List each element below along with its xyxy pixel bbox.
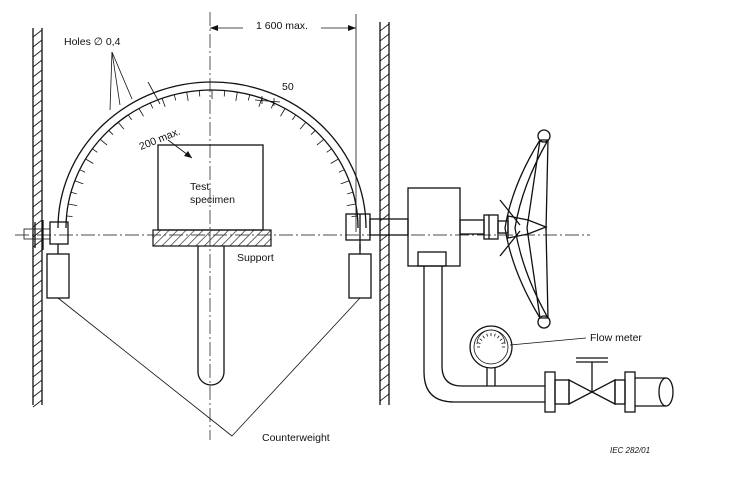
radius-label: 200 max. bbox=[138, 126, 183, 153]
dimension-width-label: 1 600 max. bbox=[256, 20, 308, 32]
dimension-1600 bbox=[210, 14, 357, 232]
test-specimen-label-line2: specimen bbox=[190, 194, 235, 206]
figure-reference: IEC 282/01 bbox=[610, 446, 650, 455]
support-plate bbox=[152, 229, 272, 247]
left-pivot bbox=[23, 220, 69, 250]
rotary-joint-housing bbox=[407, 187, 461, 267]
support-label: Support bbox=[237, 252, 274, 264]
test-specimen bbox=[157, 144, 264, 231]
holes-label: Holes ∅ 0,4 bbox=[64, 36, 121, 48]
outlet-pipe bbox=[635, 377, 674, 407]
supply-pipe bbox=[417, 251, 545, 403]
pressure-gauge-icon bbox=[469, 325, 513, 369]
valve-icon bbox=[544, 357, 636, 413]
support-rod bbox=[197, 246, 225, 386]
flow-meter-leader bbox=[509, 337, 587, 346]
right-wall bbox=[379, 22, 390, 405]
right-counterweight bbox=[348, 253, 372, 299]
counterweight-label: Counterweight bbox=[262, 432, 330, 444]
drive-shaft bbox=[459, 214, 548, 240]
flow-meter-label: Flow meter bbox=[590, 332, 642, 344]
handwheel-icon bbox=[499, 129, 551, 329]
left-counterweight bbox=[46, 253, 70, 299]
test-specimen-label-line1: Test bbox=[190, 181, 209, 193]
holes-leader bbox=[109, 51, 161, 111]
counterweight-leaders bbox=[57, 297, 361, 437]
spacing-label: 50 bbox=[282, 81, 294, 93]
spray-arc-tube bbox=[57, 81, 367, 229]
left-wall bbox=[32, 28, 43, 408]
